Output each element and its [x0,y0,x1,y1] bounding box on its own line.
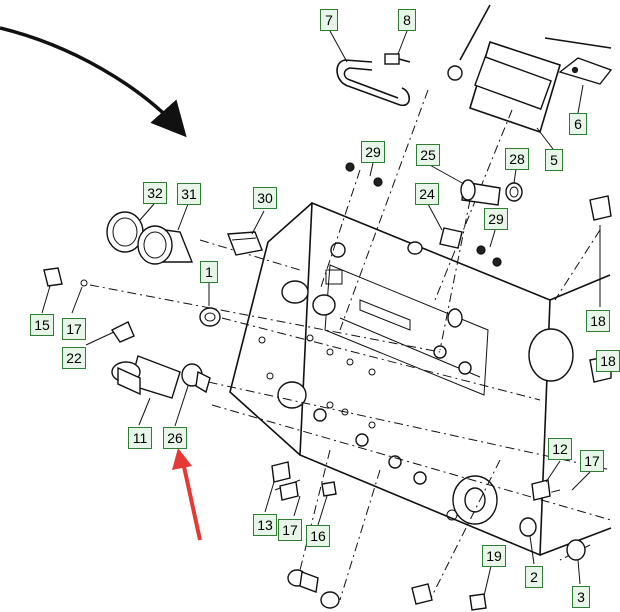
callout-11[interactable]: 11 [128,427,152,449]
callout-29-mid[interactable]: 29 [484,208,508,230]
part-7-handle [336,59,411,107]
callout-29-top[interactable]: 29 [361,141,385,163]
part-25-switch [460,179,501,206]
part-bottom-connector [287,569,340,609]
part-30-connector [227,231,263,256]
callout-13[interactable]: 13 [253,514,277,536]
callout-28[interactable]: 28 [505,148,529,170]
part-15-screw [43,267,63,287]
callout-17-bottom[interactable]: 17 [278,519,302,541]
callout-8[interactable]: 8 [398,9,416,31]
callout-26[interactable]: 26 [163,427,187,449]
part-19-clip [411,583,487,611]
part-12-switch [531,479,551,501]
callout-24[interactable]: 24 [415,183,439,205]
part-1-fitting [199,307,221,327]
callout-5[interactable]: 5 [545,149,563,171]
part-3-switch [566,539,586,561]
part-26-knob [181,363,211,394]
callout-2[interactable]: 2 [525,566,543,588]
callout-17-right[interactable]: 17 [580,450,604,472]
callout-31[interactable]: 31 [177,183,201,205]
part-24-switch [439,227,463,249]
direction-arrow [0,26,187,138]
part-2-switch [519,517,537,537]
callout-22[interactable]: 22 [62,347,86,369]
callout-15[interactable]: 15 [30,314,54,336]
part-8-screw [384,53,411,65]
part-11-joystick [111,355,181,399]
callout-19[interactable]: 19 [482,545,506,567]
control-panel-housing [229,201,612,557]
callout-12[interactable]: 12 [548,438,572,460]
callout-18-top[interactable]: 18 [586,310,610,332]
callout-25[interactable]: 25 [416,144,440,166]
part-29-nut [345,162,502,267]
callout-3[interactable]: 3 [572,586,590,608]
part-13-screw [271,461,299,501]
part-31-gauge [137,225,194,265]
callout-18-mid[interactable]: 18 [596,350,620,372]
leader-lines [41,30,601,597]
callout-1[interactable]: 1 [200,261,218,283]
callout-17-left[interactable]: 17 [62,318,86,340]
callout-32[interactable]: 32 [143,182,167,204]
callout-30[interactable]: 30 [253,187,277,209]
callout-6[interactable]: 6 [569,113,587,135]
part-6-bracket [558,57,613,85]
highlight-arrow [172,448,202,541]
part-28-washer [505,182,523,202]
callout-16[interactable]: 16 [306,525,330,547]
callout-7[interactable]: 7 [320,9,338,31]
part-22-knob [110,321,135,343]
assembly-lines [89,89,612,601]
part-16-clip [321,481,337,497]
